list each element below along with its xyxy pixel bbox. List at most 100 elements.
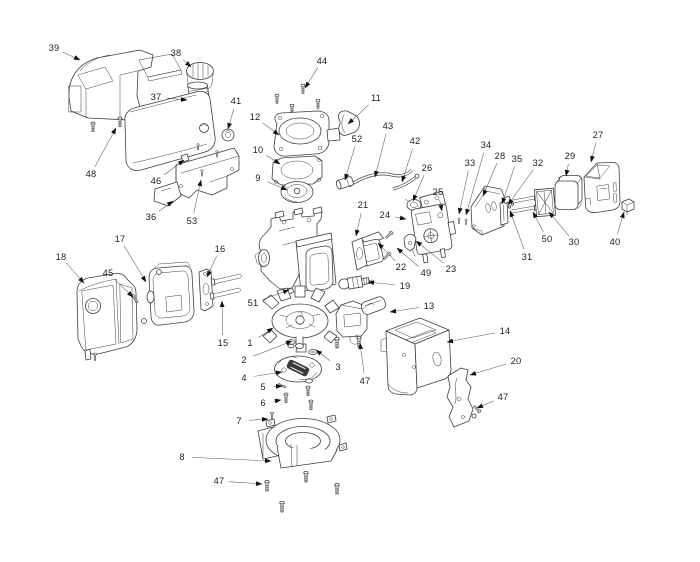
part-number-label: 37 <box>151 92 162 102</box>
part-carb-gasket-shape <box>356 247 363 260</box>
part-clutch-shape-shape <box>286 359 310 377</box>
callout-45: 45 <box>103 268 134 298</box>
part-flywheel-shape <box>279 311 321 329</box>
part-number-label: 47 <box>498 392 509 402</box>
part-number-label: 20 <box>511 356 522 366</box>
part-number-label: 19 <box>400 281 411 291</box>
leader-line <box>590 142 597 163</box>
leader-line <box>66 262 85 284</box>
part-tank-bracket-shape <box>200 169 204 177</box>
part-throttle-linkage <box>403 233 417 257</box>
part-filter-element-shape <box>556 176 583 209</box>
part-number-label: 48 <box>86 169 97 179</box>
callout-14: 14 <box>446 326 510 344</box>
part-number-label: 22 <box>396 262 407 272</box>
part-engine-cover-shape <box>385 330 418 396</box>
part-engine-shroud-shape <box>79 54 111 72</box>
part-flywheel-shape <box>285 311 315 329</box>
part-airfilter-base-shape <box>491 201 497 211</box>
part-flywheel-shape <box>324 299 340 314</box>
part-number-label: 39 <box>49 43 60 53</box>
part-number-label: 23 <box>446 264 457 274</box>
leader-line <box>253 370 283 377</box>
leader-line <box>548 211 570 237</box>
callout-51: 51 <box>248 289 290 308</box>
part-engine-cover-shape <box>432 351 442 367</box>
bracket-screw <box>471 404 482 419</box>
part-number-label: 52 <box>352 134 363 144</box>
leader-line <box>617 211 625 235</box>
leader-line <box>396 247 419 267</box>
part-tank-bracket <box>153 143 240 207</box>
part-number-label: 21 <box>358 200 369 210</box>
leader-line <box>401 148 413 183</box>
leader-line <box>446 332 496 344</box>
leader-line <box>358 342 365 374</box>
part-filter-element <box>554 175 583 210</box>
part-number-label: 9 <box>255 173 260 183</box>
part-airfilter-base-shape <box>485 203 491 213</box>
callout-48: 48 <box>86 127 117 179</box>
part-number-label: 5 <box>260 382 265 392</box>
part-clutch-shape <box>286 359 310 377</box>
part-number-label: 6 <box>260 398 265 408</box>
callout-4: 4 <box>241 370 283 383</box>
muffler-bolts-shape <box>213 273 241 285</box>
leader-line <box>123 245 147 283</box>
leader-line <box>482 163 498 197</box>
part-blower-housing-shape <box>341 445 345 449</box>
leader-line <box>272 383 283 389</box>
leader-line <box>262 122 280 136</box>
part-number-label: 32 <box>533 158 544 168</box>
callout-40: 40 <box>610 211 625 247</box>
part-ignition-module-shape <box>335 300 368 338</box>
part-flywheel <box>262 285 340 353</box>
flywheel-nut-washer-shape <box>310 350 316 354</box>
part-filter-screen-shape <box>536 190 554 215</box>
leader-line <box>354 212 362 237</box>
callout-17: 17 <box>115 234 147 283</box>
part-blower-housing-shape <box>268 421 272 425</box>
callout-47: 47 <box>358 342 370 386</box>
part-starter-gasket-shape <box>274 180 278 184</box>
part-airfilter-cover-shape <box>596 184 610 201</box>
part-airfilter-base-shape <box>507 205 512 209</box>
spacer-screws <box>382 230 394 261</box>
leader-line <box>465 152 485 216</box>
part-starter-handle-shape <box>341 114 346 134</box>
part-muffler-shape <box>165 294 183 313</box>
part-muffler-shield-shape <box>93 352 97 361</box>
part-clutch-shape-shape <box>290 362 306 374</box>
part-muffler <box>141 261 195 326</box>
part-number-label: 35 <box>512 154 523 164</box>
part-fuel-tank-shape <box>180 153 190 163</box>
part-starter-housing-shape <box>277 115 283 121</box>
part-number-label: 40 <box>610 237 621 247</box>
part-carburetor-shape <box>437 212 444 219</box>
part-muffler-shield-shape <box>81 284 117 351</box>
part-muffler-gasket-shape <box>202 283 210 295</box>
part-tank-bracket-shape <box>215 150 219 158</box>
part-fuel-tank-shape <box>199 123 209 133</box>
part-muffler-shield-shape <box>84 348 92 361</box>
module-screws <box>334 335 362 349</box>
part-blower-housing-shape <box>285 432 321 450</box>
part-carburetor-shape <box>434 195 440 201</box>
leader-line <box>347 104 369 125</box>
part-engine-shroud-shape <box>147 69 183 82</box>
part-fuel-lines-shape-shape <box>335 180 342 190</box>
part-intake-seal-shape <box>410 202 418 208</box>
starter-screws-shape <box>300 83 306 94</box>
part-engine-cover-shape <box>412 365 416 369</box>
part-muffler-shield-shape <box>85 298 101 314</box>
leader-line <box>457 170 469 215</box>
part-crankcase-cylinder-shape <box>274 206 323 219</box>
callout-50: 50 <box>532 211 552 244</box>
part-starter-housing-shape <box>278 146 284 152</box>
housing-screws-shape <box>264 479 270 492</box>
part-starter-housing-shape <box>278 117 322 145</box>
callout-21: 21 <box>354 200 369 237</box>
flywheel-nut-washer-shape <box>286 339 296 345</box>
muffler-bolts-shape <box>239 273 243 279</box>
leader-line <box>374 133 387 178</box>
